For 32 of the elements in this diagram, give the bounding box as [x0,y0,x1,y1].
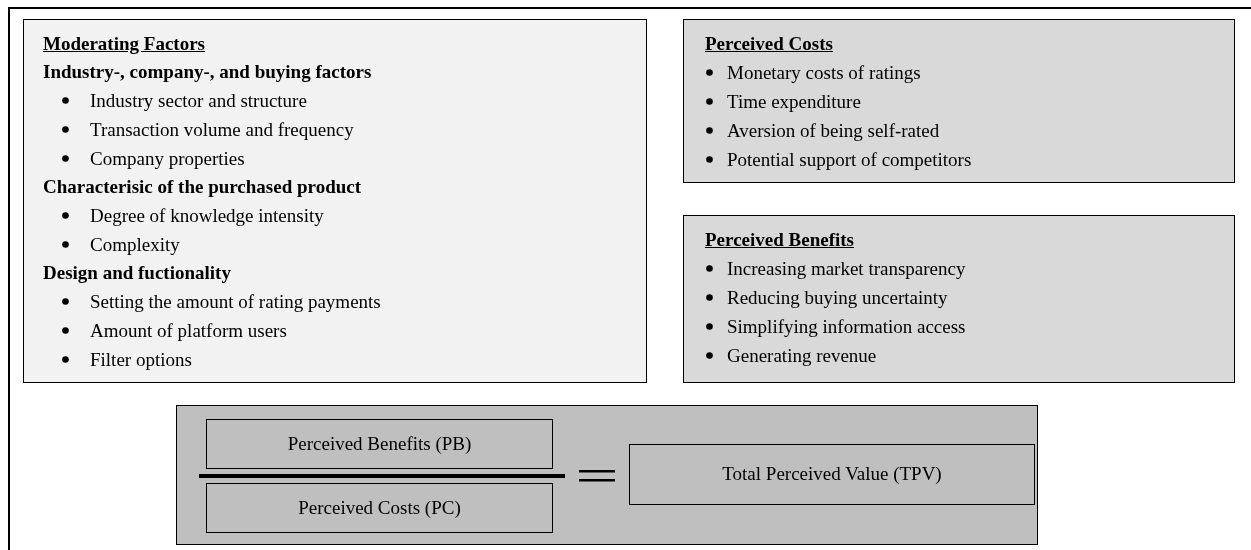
subheading: Characterisic of the purchased product [43,175,363,199]
list-item: Amount of platform users [90,319,287,343]
list-item: Time expenditure [727,90,861,114]
list-item: Complexity [90,233,180,257]
formula-term: Perceived Benefits (PB) [287,431,472,456]
section-heading: Perceived Costs [705,32,834,56]
list-item: Reducing buying uncertainty [727,286,948,310]
formula-box [206,483,553,533]
list-item: Increasing market transparency [727,257,966,281]
section-heading: Moderating Factors [43,32,206,56]
list-item: Generating revenue [727,344,877,368]
subheading: Industry-, company-, and buying factors [43,60,373,84]
text-panel [683,19,1235,183]
list-item: Setting the amount of rating payments [90,290,381,314]
list-item: Simplifying information access [727,315,966,339]
text-panel [683,215,1235,383]
subheading: Design and fuctionality [43,261,232,285]
list-item: Aversion of being self-rated [727,119,940,143]
formula-box [629,444,1035,505]
list-item: Industry sector and structure [90,89,307,113]
list-item: Company properties [90,147,245,171]
section-heading: Perceived Benefits [705,228,855,252]
text-panel [23,19,647,383]
list-item: Transaction volume and frequency [90,118,354,142]
list-item: Monetary costs of ratings [727,61,921,85]
formula-term: Total Perceived Value (TPV) [722,462,942,487]
formula-term: Perceived Costs (PC) [298,495,461,520]
list-item: Filter options [90,348,192,372]
list-item: Degree of knowledge intensity [90,204,324,228]
list-item: Potential support of competitors [727,148,972,172]
formula-box [206,419,553,469]
formula-panel [176,405,1038,545]
